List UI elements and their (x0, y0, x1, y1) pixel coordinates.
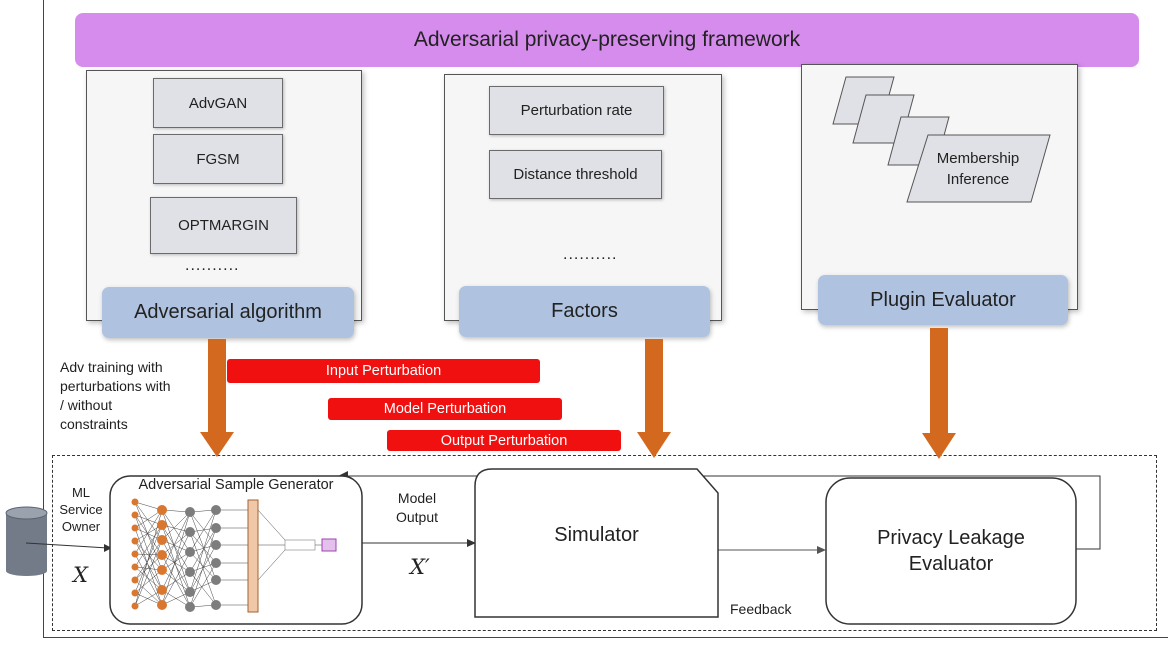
hidden-layer-1-nodes (157, 505, 167, 610)
adv-training-line2: perturbations with (60, 378, 171, 394)
owner-line2: Service (59, 502, 103, 517)
factor-item-perturbation-rate: Perturbation rate (489, 86, 664, 135)
algorithm-item-optmargin: OPTMARGIN (150, 197, 297, 254)
input-layer-nodes (131, 498, 139, 610)
algorithm-item-fgsm: FGSM (153, 134, 283, 184)
model-output-label: Model Output (389, 489, 445, 527)
orange-arrow-algorithm (200, 339, 234, 457)
adv-training-line3: / without (60, 397, 113, 413)
adversarial-algorithm-label: Adversarial algorithm (102, 287, 354, 338)
hidden-layer-3-nodes (211, 505, 221, 610)
adv-training-note: Adv training with perturbations with / w… (60, 358, 171, 434)
membership-inference-label: Membership Inference (918, 148, 1038, 190)
x-prime-symbol: X′ (410, 555, 430, 579)
input-perturbation-bar: Input Perturbation (227, 359, 540, 383)
algorithm-ellipsis: .......... (185, 257, 240, 274)
frame-left-border (43, 0, 44, 638)
factor-item-distance-threshold: Distance threshold (489, 150, 662, 199)
orange-arrow-evaluator (922, 328, 956, 459)
leakage-line1: Privacy Leakage (877, 527, 1025, 549)
pipeline-region (52, 455, 1157, 631)
model-perturbation-bar: Model Perturbation (328, 398, 562, 420)
algorithm-item-advgan: AdvGAN (153, 78, 283, 128)
factors-label: Factors (459, 286, 710, 337)
factors-ellipsis: .......... (563, 246, 618, 263)
database-icon (5, 506, 48, 576)
simulator-shape (474, 468, 719, 618)
output-perturbation-bar: Output Perturbation (387, 430, 621, 451)
x-symbol: X (73, 563, 88, 587)
softmax-block (284, 539, 316, 551)
privacy-leakage-evaluator-label: Privacy Leakage Evaluator (826, 525, 1076, 577)
adv-training-line4: constraints (60, 416, 128, 432)
model-output-line2: Output (395, 509, 439, 525)
model-output-line1: Model (397, 490, 437, 506)
ml-service-owner-label: ML Service Owner (56, 484, 106, 535)
simulator-label: Simulator (554, 524, 639, 546)
feedback-label: Feedback (730, 601, 792, 617)
membership-label-line1: Membership (936, 150, 1020, 167)
hidden-layer-2-nodes (185, 507, 195, 612)
plugin-evaluator-label: Plugin Evaluator (818, 275, 1068, 325)
generator-box (109, 475, 363, 625)
owner-line3: Owner (61, 519, 101, 534)
generator-title: Adversarial Sample Generator (138, 477, 334, 493)
adv-training-line1: Adv training with (60, 359, 163, 375)
neural-connections (134, 501, 322, 608)
leakage-line2: Evaluator (908, 553, 994, 575)
output-layer-bar (247, 499, 259, 613)
owner-line1: ML (71, 485, 91, 500)
membership-label-line2: Inference (946, 171, 1010, 188)
output-block (321, 538, 337, 552)
orange-arrow-factors (637, 339, 671, 458)
leakage-evaluator-box (825, 477, 1077, 625)
frame-bottom-border (43, 637, 1168, 638)
framework-banner: Adversarial privacy-preserving framework (75, 13, 1139, 67)
